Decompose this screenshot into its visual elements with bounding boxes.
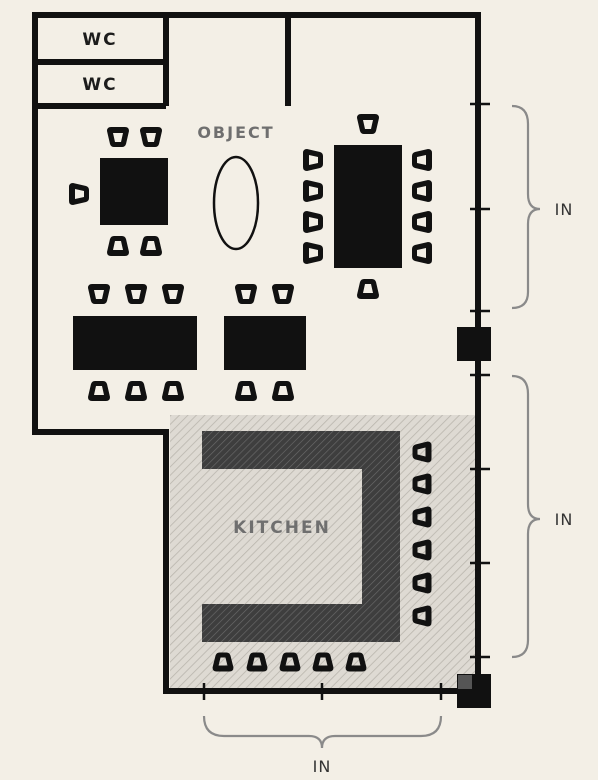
table-icon (73, 316, 197, 370)
entrance-brackets (202, 104, 541, 749)
chair-icon (312, 652, 334, 672)
chair-icon (246, 652, 268, 672)
wc-label-top: WC (82, 30, 117, 50)
chair-icon (412, 441, 432, 463)
chair-icon (412, 506, 432, 528)
column-icon (458, 675, 472, 689)
chair-icon (412, 473, 432, 495)
chair-icon (235, 381, 257, 401)
chair-icon (412, 605, 432, 627)
chair-icon (107, 127, 129, 147)
entrance-label-lower: IN (555, 510, 574, 529)
chair-icon (303, 149, 323, 171)
wc-label-bottom: WC (82, 75, 117, 95)
chair-icon (162, 381, 184, 401)
chair-icon (125, 381, 147, 401)
chair-icon (107, 236, 129, 256)
chair-icon (412, 572, 432, 594)
table-icon (334, 145, 402, 268)
chair-icon (140, 236, 162, 256)
entrance-label-upper: IN (555, 200, 574, 219)
table-icon (100, 158, 168, 225)
chair-icon (412, 180, 432, 202)
chair-icon (412, 242, 432, 264)
door-ticks (202, 102, 490, 700)
chair-icon (212, 652, 234, 672)
chair-icon (303, 211, 323, 233)
chair-icon (303, 180, 323, 202)
kitchen-counter (202, 431, 400, 642)
chair-icon (69, 183, 89, 205)
chair-icon (88, 284, 110, 304)
entrance-label-bottom: IN (313, 757, 332, 776)
table-icon (224, 316, 306, 370)
chair-icon (272, 284, 294, 304)
kitchen-label: KITCHEN (233, 518, 331, 538)
chair-icon (235, 284, 257, 304)
chair-icon (357, 114, 379, 134)
chair-icon (125, 284, 147, 304)
chairs (69, 114, 432, 672)
chair-icon (272, 381, 294, 401)
chair-icon (412, 539, 432, 561)
chair-icon (88, 381, 110, 401)
chair-icon (357, 279, 379, 299)
chair-icon (279, 652, 301, 672)
chair-icon (412, 149, 432, 171)
chair-icon (140, 127, 162, 147)
chair-icon (162, 284, 184, 304)
chair-icon (412, 211, 432, 233)
object-label: OBJECT (197, 123, 274, 142)
column-icon (457, 327, 491, 361)
chair-icon (303, 242, 323, 264)
chair-icon (345, 652, 367, 672)
walls (32, 12, 481, 694)
object-ellipse (212, 155, 260, 251)
